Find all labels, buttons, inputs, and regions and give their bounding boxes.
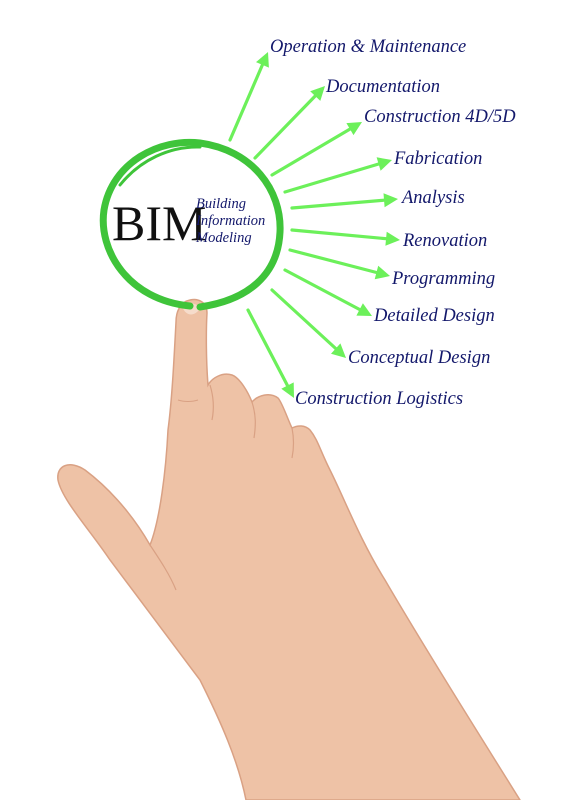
bim-line-information: Information — [195, 213, 265, 229]
label-documentation: Documentation — [325, 77, 440, 97]
arrow-detailed-design — [283, 268, 362, 312]
arrow-documentation-head — [310, 86, 325, 101]
label-renovation: Renovation — [402, 231, 487, 251]
arrow-conceptual-design-head — [331, 343, 346, 358]
arrow-construction-logistics — [246, 308, 290, 388]
label-fabrication: Fabrication — [393, 149, 482, 169]
label-conceptual-design: Conceptual Design — [348, 348, 490, 368]
label-operation-maintenance: Operation & Maintenance — [270, 37, 466, 57]
label-programming: Programming — [391, 269, 495, 289]
bim-acronym: BIM — [112, 195, 206, 251]
arrow-operation-maintenance-head — [256, 52, 269, 68]
arrow-documentation — [253, 94, 317, 160]
arrow-group — [228, 52, 400, 398]
bim-circle — [99, 138, 284, 311]
arrow-operation-maintenance — [228, 63, 264, 142]
arrow-fabrication-head — [376, 157, 392, 171]
arrow-renovation — [290, 228, 388, 241]
label-analysis: Analysis — [400, 188, 465, 208]
arrow-construction-logistics-head — [281, 382, 294, 398]
arrow-analysis — [290, 198, 386, 210]
label-construction-logistics: Construction Logistics — [295, 389, 463, 409]
label-construction-4d5d: Construction 4D/5D — [364, 107, 516, 127]
arrow-construction-4d5d-head — [346, 122, 362, 136]
pointing-hand-image — [57, 298, 521, 800]
arrow-programming-head — [374, 265, 390, 280]
bim-line-modeling: Modeling — [195, 230, 252, 246]
arrow-construction-4d5d — [270, 127, 352, 177]
arrow-conceptual-design — [270, 288, 338, 351]
arrow-programming — [288, 248, 379, 275]
label-detailed-design: Detailed Design — [373, 306, 495, 326]
arrow-analysis-head — [383, 193, 398, 208]
bim-line-building: Building — [196, 196, 246, 212]
arrow-renovation-head — [385, 231, 400, 246]
arrow-detailed-design-head — [356, 303, 372, 316]
arrow-fabrication — [283, 162, 381, 194]
